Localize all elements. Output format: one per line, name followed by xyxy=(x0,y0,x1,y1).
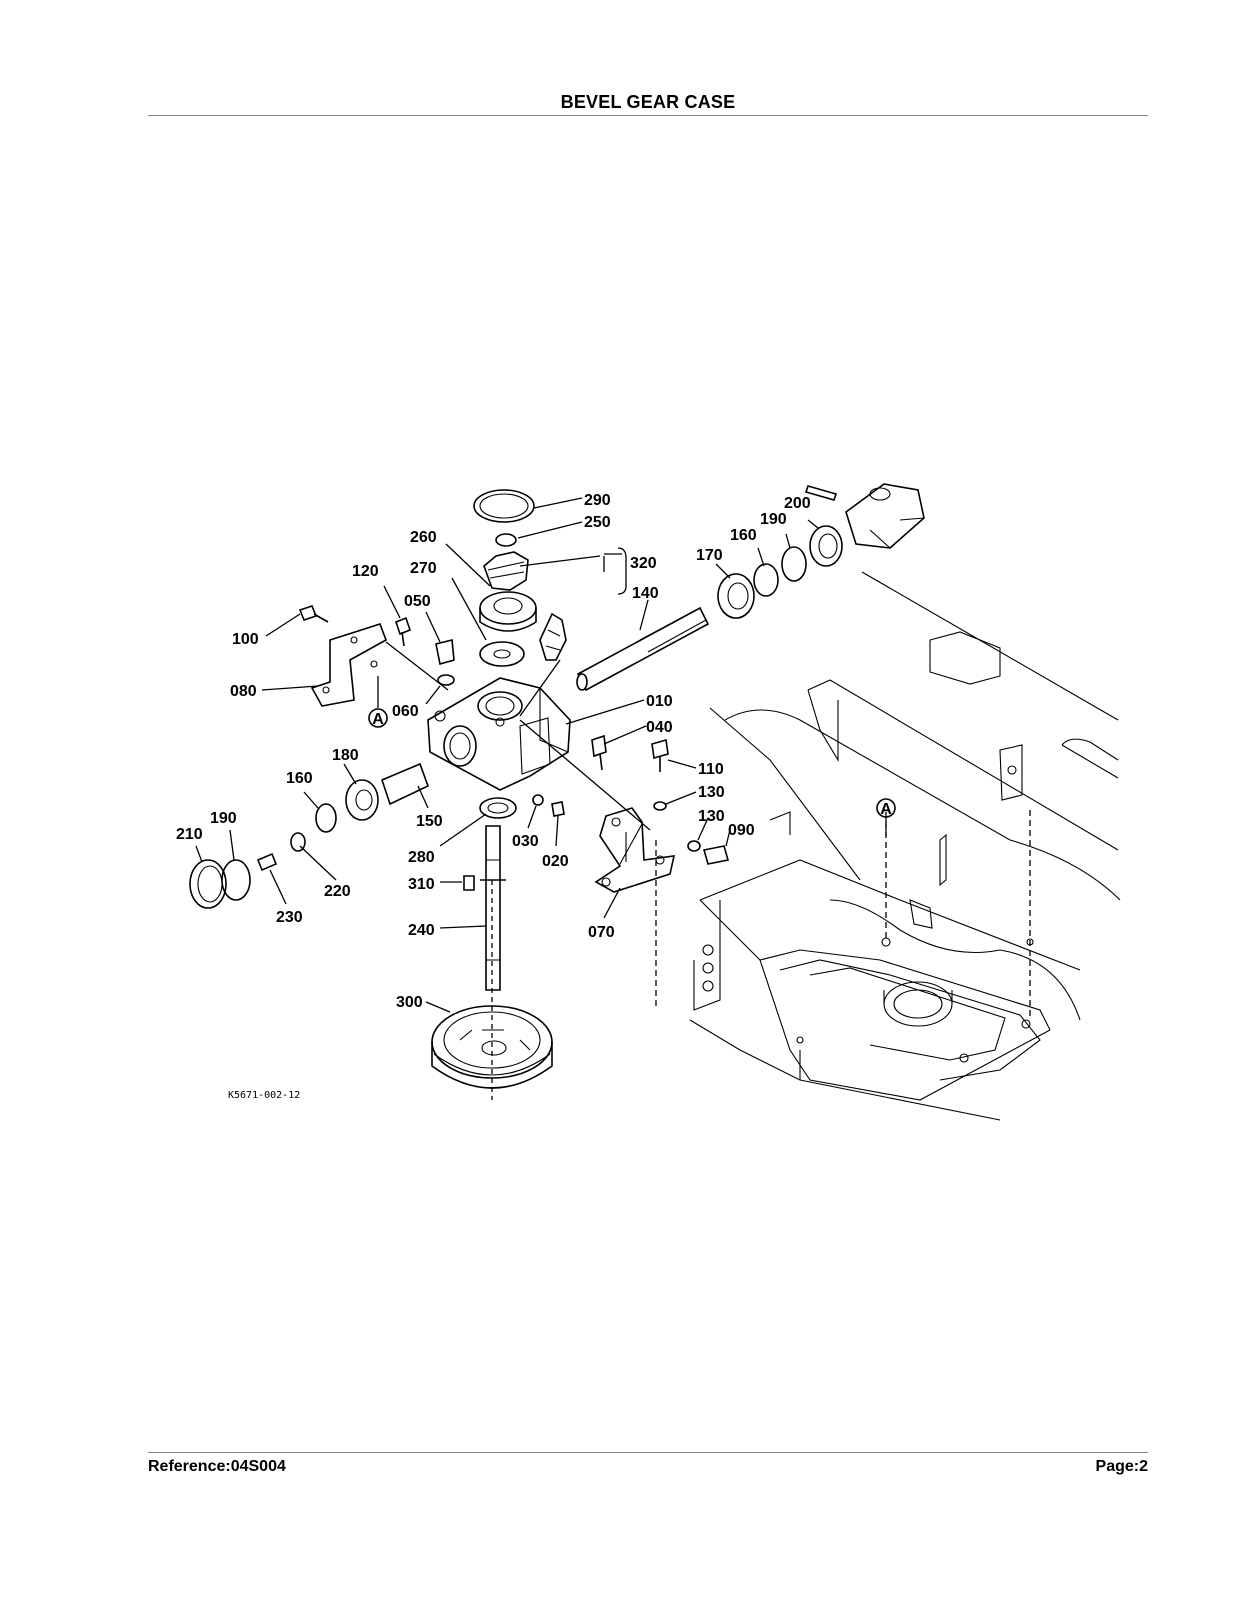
callout-220: 220 xyxy=(324,883,351,900)
callout-060: 060 xyxy=(392,703,419,720)
part-170-bearing xyxy=(717,573,755,619)
part-100-bolt xyxy=(298,605,329,623)
part-280-oil-seal xyxy=(479,797,517,819)
callout-030: 030 xyxy=(512,833,539,850)
part-160-washer-upper xyxy=(753,563,779,597)
callout-160-lower: 160 xyxy=(286,770,313,787)
view-marker-a-right: A xyxy=(876,798,896,818)
alignment-lines xyxy=(491,810,1031,1100)
callout-110: 110 xyxy=(698,761,724,778)
part-010-gear-case xyxy=(427,677,571,791)
callout-270: 270 xyxy=(410,560,437,577)
callout-050: 050 xyxy=(404,593,431,610)
callout-labels: 290 250 260 320 270 120 050 100 080 060 … xyxy=(176,492,811,1011)
part-150-collar xyxy=(381,762,430,806)
figure-code: K5671-002-12 xyxy=(228,1090,300,1101)
page-title: BEVEL GEAR CASE xyxy=(560,92,736,112)
callout-170: 170 xyxy=(696,547,723,564)
part-230-bolt xyxy=(256,852,278,872)
part-300-pulley xyxy=(431,1005,553,1089)
part-190-circlip-upper xyxy=(781,546,807,582)
part-310-key xyxy=(463,875,475,891)
part-270-shim xyxy=(479,641,525,667)
part-060-washer xyxy=(437,674,455,686)
part-250-ring xyxy=(495,533,517,547)
callout-320: 320 xyxy=(630,555,657,572)
part-110-bolt xyxy=(651,738,669,772)
callout-240: 240 xyxy=(408,922,435,939)
callout-120: 120 xyxy=(352,563,379,580)
callout-190-upper: 190 xyxy=(760,511,787,528)
callout-300: 300 xyxy=(396,994,423,1011)
part-140-shaft xyxy=(576,606,710,692)
part-040-plug xyxy=(591,734,607,771)
reference-label: Reference:04S004 xyxy=(148,1458,286,1475)
callout-040: 040 xyxy=(646,719,673,736)
callout-280: 280 xyxy=(408,849,435,866)
mower-frame-outline xyxy=(689,571,1121,1121)
part-200-bearing xyxy=(809,525,843,567)
callout-080: 080 xyxy=(230,683,257,700)
part-080-bracket xyxy=(310,623,387,707)
part-290-seal xyxy=(473,489,535,523)
part-090-bolt xyxy=(702,845,730,865)
callout-020: 020 xyxy=(542,853,569,870)
callout-150: 150 xyxy=(416,813,443,830)
callout-130-a: 130 xyxy=(698,784,725,801)
callout-090: 090 xyxy=(728,822,755,839)
callout-200: 200 xyxy=(784,495,811,512)
callout-100: 100 xyxy=(232,631,259,648)
part-070-bracket xyxy=(594,807,676,893)
callout-010: 010 xyxy=(646,693,673,710)
part-260-bearing xyxy=(479,591,537,632)
view-marker-a-left: A xyxy=(368,708,388,728)
callout-210: 210 xyxy=(176,826,203,843)
footer-rule xyxy=(148,1452,1148,1453)
part-160-washer-lower xyxy=(315,803,337,833)
part-220-washer xyxy=(290,832,306,852)
part-050-plug xyxy=(435,638,455,666)
part-bevel-gear-upper xyxy=(483,551,529,591)
part-020-bolt xyxy=(551,801,565,817)
part-130-washer-b xyxy=(687,840,701,852)
callout-250: 250 xyxy=(584,514,611,531)
callout-230: 230 xyxy=(276,909,303,926)
callout-290: 290 xyxy=(584,492,611,509)
part-bevel-gear-side xyxy=(539,612,567,661)
callout-130-b: 130 xyxy=(698,808,725,825)
callout-190-lower: 190 xyxy=(210,810,237,827)
page-number: Page:2 xyxy=(1095,1458,1148,1475)
header-rule xyxy=(148,115,1148,116)
part-120-bolt xyxy=(395,616,411,647)
callout-310: 310 xyxy=(408,876,435,893)
callout-070: 070 xyxy=(588,924,615,941)
svg-text:A: A xyxy=(880,801,892,818)
callout-180: 180 xyxy=(332,747,359,764)
svg-text:A: A xyxy=(372,711,384,728)
callout-260: 260 xyxy=(410,529,437,546)
part-240-vertical-shaft xyxy=(480,825,506,991)
callout-160-upper: 160 xyxy=(730,527,757,544)
callout-140: 140 xyxy=(632,585,659,602)
leader-lines xyxy=(195,497,887,1013)
part-030-washer xyxy=(532,794,544,806)
part-180-bearing xyxy=(345,779,379,821)
part-130-washer-a xyxy=(653,801,667,811)
part-universal-joint xyxy=(804,483,925,549)
part-210-seal xyxy=(189,859,227,909)
